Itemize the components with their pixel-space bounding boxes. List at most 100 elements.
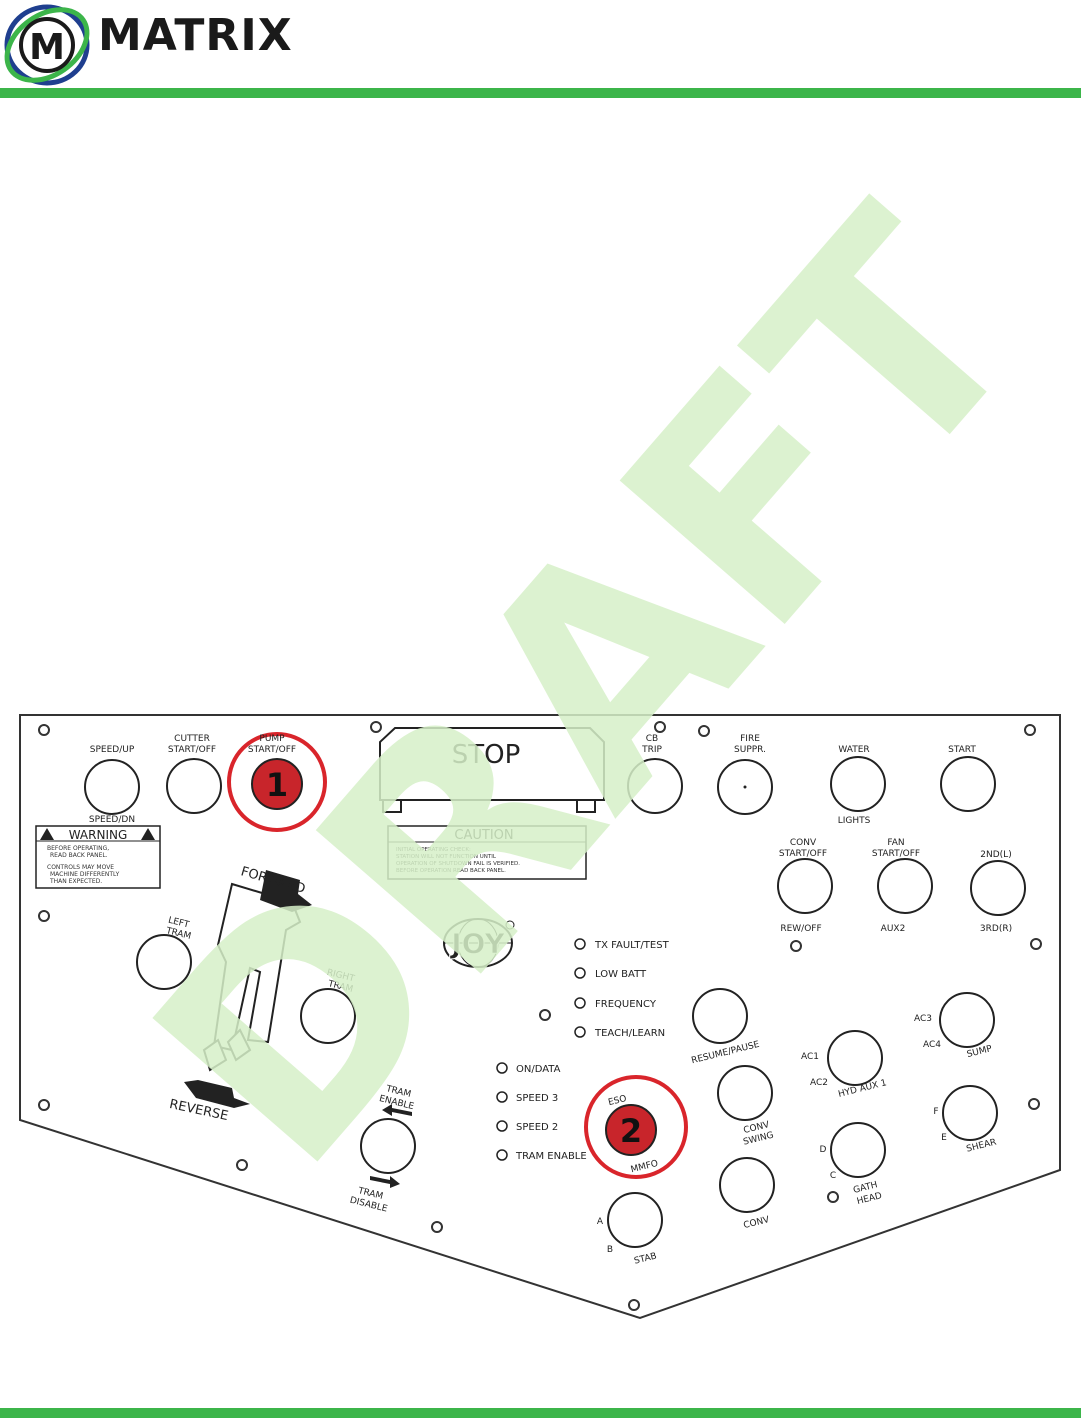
header-rule xyxy=(0,88,1081,98)
caution-box xyxy=(387,825,587,880)
fan-label-1: FAN xyxy=(887,838,904,848)
tram-lever[interactable] xyxy=(202,882,302,1072)
start-label: START xyxy=(948,745,976,755)
ac1-label: AC1 xyxy=(801,1052,819,1062)
fan-label-2: START/OFF xyxy=(872,849,920,859)
warning-title: WARNING xyxy=(69,828,128,842)
start-button[interactable] xyxy=(940,756,996,812)
stop-plate-foot-left xyxy=(382,799,402,813)
callout-1-number: 1 xyxy=(266,766,288,804)
indicator-tx-fault-test-label: TX FAULT/TEST xyxy=(594,940,670,951)
warning-triangle-icon xyxy=(40,828,54,840)
conv-start-off-button[interactable] xyxy=(777,858,833,914)
sump-button[interactable] xyxy=(939,992,995,1048)
pump-label-1: PUMP xyxy=(259,734,285,744)
cutter-label-2: START/OFF xyxy=(168,745,216,755)
stab-a-label: A xyxy=(597,1217,604,1227)
hyd-aux-1-button[interactable] xyxy=(827,1030,883,1086)
brand-name: MATRIX xyxy=(98,10,293,61)
footer-rule xyxy=(0,1408,1081,1418)
second-third-button[interactable] xyxy=(970,860,1026,916)
indicator-frequency-label: FREQUENCY xyxy=(595,999,657,1010)
speed-button[interactable] xyxy=(84,759,140,815)
stop-plate[interactable] xyxy=(379,727,605,801)
right-tram-button[interactable] xyxy=(300,988,356,1044)
indicator-teach-learn-label: TEACH/LEARN xyxy=(594,1028,665,1039)
fire-label-2: SUPPR. xyxy=(734,745,766,755)
water-lights-button[interactable] xyxy=(830,756,886,812)
eso-label: ESO xyxy=(607,1094,627,1108)
matrix-logo-icon: M xyxy=(4,4,90,86)
warning-line-1: BEFORE OPERATING, xyxy=(47,845,109,852)
joy-logo-icon: JOY xyxy=(443,918,515,968)
resume-pause-button[interactable] xyxy=(692,988,748,1044)
cb-trip-button[interactable] xyxy=(627,758,683,814)
warning-line-3: CONTROLS MAY MOVE xyxy=(47,864,114,871)
warning-line-4: MACHINE DIFFERENTLY xyxy=(50,871,120,878)
cutter-label-1: CUTTER xyxy=(174,734,210,744)
lights-label: LIGHTS xyxy=(838,816,871,826)
page-header: M MATRIX xyxy=(0,0,1081,100)
mounting-holes xyxy=(38,721,1042,1311)
pump-start-off-button[interactable] xyxy=(251,758,303,810)
indicator-led xyxy=(496,1149,508,1161)
second-l-label: 2ND(L) xyxy=(980,850,1011,860)
forward-arrow-icon xyxy=(260,870,312,912)
left-tram-button[interactable] xyxy=(136,934,192,990)
caution-line-2: STATION WILL NOT FUNCTION UNTIL xyxy=(396,854,497,860)
fire-suppr-dot xyxy=(743,785,747,789)
indicator-on-data-label: ON/DATA xyxy=(516,1064,561,1075)
indicator-low-batt-label: LOW BATT xyxy=(595,969,647,980)
aux2-label: AUX2 xyxy=(881,924,906,934)
cb-label-2: TRIP xyxy=(641,745,662,755)
indicator-led xyxy=(496,1091,508,1103)
caution-line-4: BEFORE OPERATION READ BACK PANEL. xyxy=(396,868,506,874)
conv-label-1: CONV xyxy=(790,838,817,848)
cutter-start-off-button[interactable] xyxy=(166,758,222,814)
indicator-led xyxy=(496,1062,508,1074)
stab-button[interactable] xyxy=(607,1192,663,1248)
callout-2-ring xyxy=(584,1075,688,1179)
cb-label-1: CB xyxy=(646,734,658,744)
speed-up-label: SPEED/UP xyxy=(90,745,135,755)
caution-line-1: INITIAL OPERATING CHECK: xyxy=(396,847,471,853)
water-label: WATER xyxy=(838,745,869,755)
tram-disable-arrow-icon xyxy=(370,1176,400,1188)
gath-d-label: D xyxy=(820,1145,827,1155)
gath-head-button[interactable] xyxy=(830,1122,886,1178)
ac3-label: AC3 xyxy=(914,1014,932,1024)
conv-button[interactable] xyxy=(719,1157,775,1213)
indicator-tram-enable-label: TRAM ENABLE xyxy=(515,1151,587,1162)
fan-start-off-button[interactable] xyxy=(877,858,933,914)
callout-1-ring xyxy=(227,732,327,832)
reverse-arrow-icon xyxy=(184,1080,250,1108)
indicator-led xyxy=(574,997,586,1009)
indicator-led xyxy=(574,967,586,979)
third-r-label: 3RD(R) xyxy=(980,924,1012,934)
conv-label-2: START/OFF xyxy=(779,849,827,859)
caution-title: CAUTION xyxy=(454,828,513,843)
conv-swing-button[interactable] xyxy=(717,1065,773,1121)
ac2-label: AC2 xyxy=(810,1078,828,1088)
tram-enable-disable-button[interactable] xyxy=(360,1118,416,1174)
indicator-led xyxy=(574,938,586,950)
warning-line-5: THAN EXPECTED. xyxy=(49,878,102,885)
eso-mmfo-button[interactable] xyxy=(605,1104,657,1156)
indicator-led xyxy=(496,1120,508,1132)
shear-f-label: F xyxy=(933,1107,938,1117)
ac4-label: AC4 xyxy=(923,1040,941,1050)
joy-logo-text: JOY xyxy=(449,927,505,960)
stop-plate-foot-right xyxy=(576,799,596,813)
warning-box xyxy=(35,825,161,889)
fire-label-1: FIRE xyxy=(740,734,760,744)
speed-dn-label: SPEED/DN xyxy=(89,815,135,825)
gath-c-label: C xyxy=(830,1171,836,1181)
rew-off-label: REW/OFF xyxy=(780,924,821,934)
shear-button[interactable] xyxy=(942,1085,998,1141)
warning-triangle-icon xyxy=(141,828,155,840)
indicator-speed-3-label: SPEED 3 xyxy=(516,1093,558,1104)
tram-enable-arrow-icon xyxy=(382,1104,412,1116)
indicator-led xyxy=(574,1026,586,1038)
pump-label-2: START/OFF xyxy=(248,745,296,755)
